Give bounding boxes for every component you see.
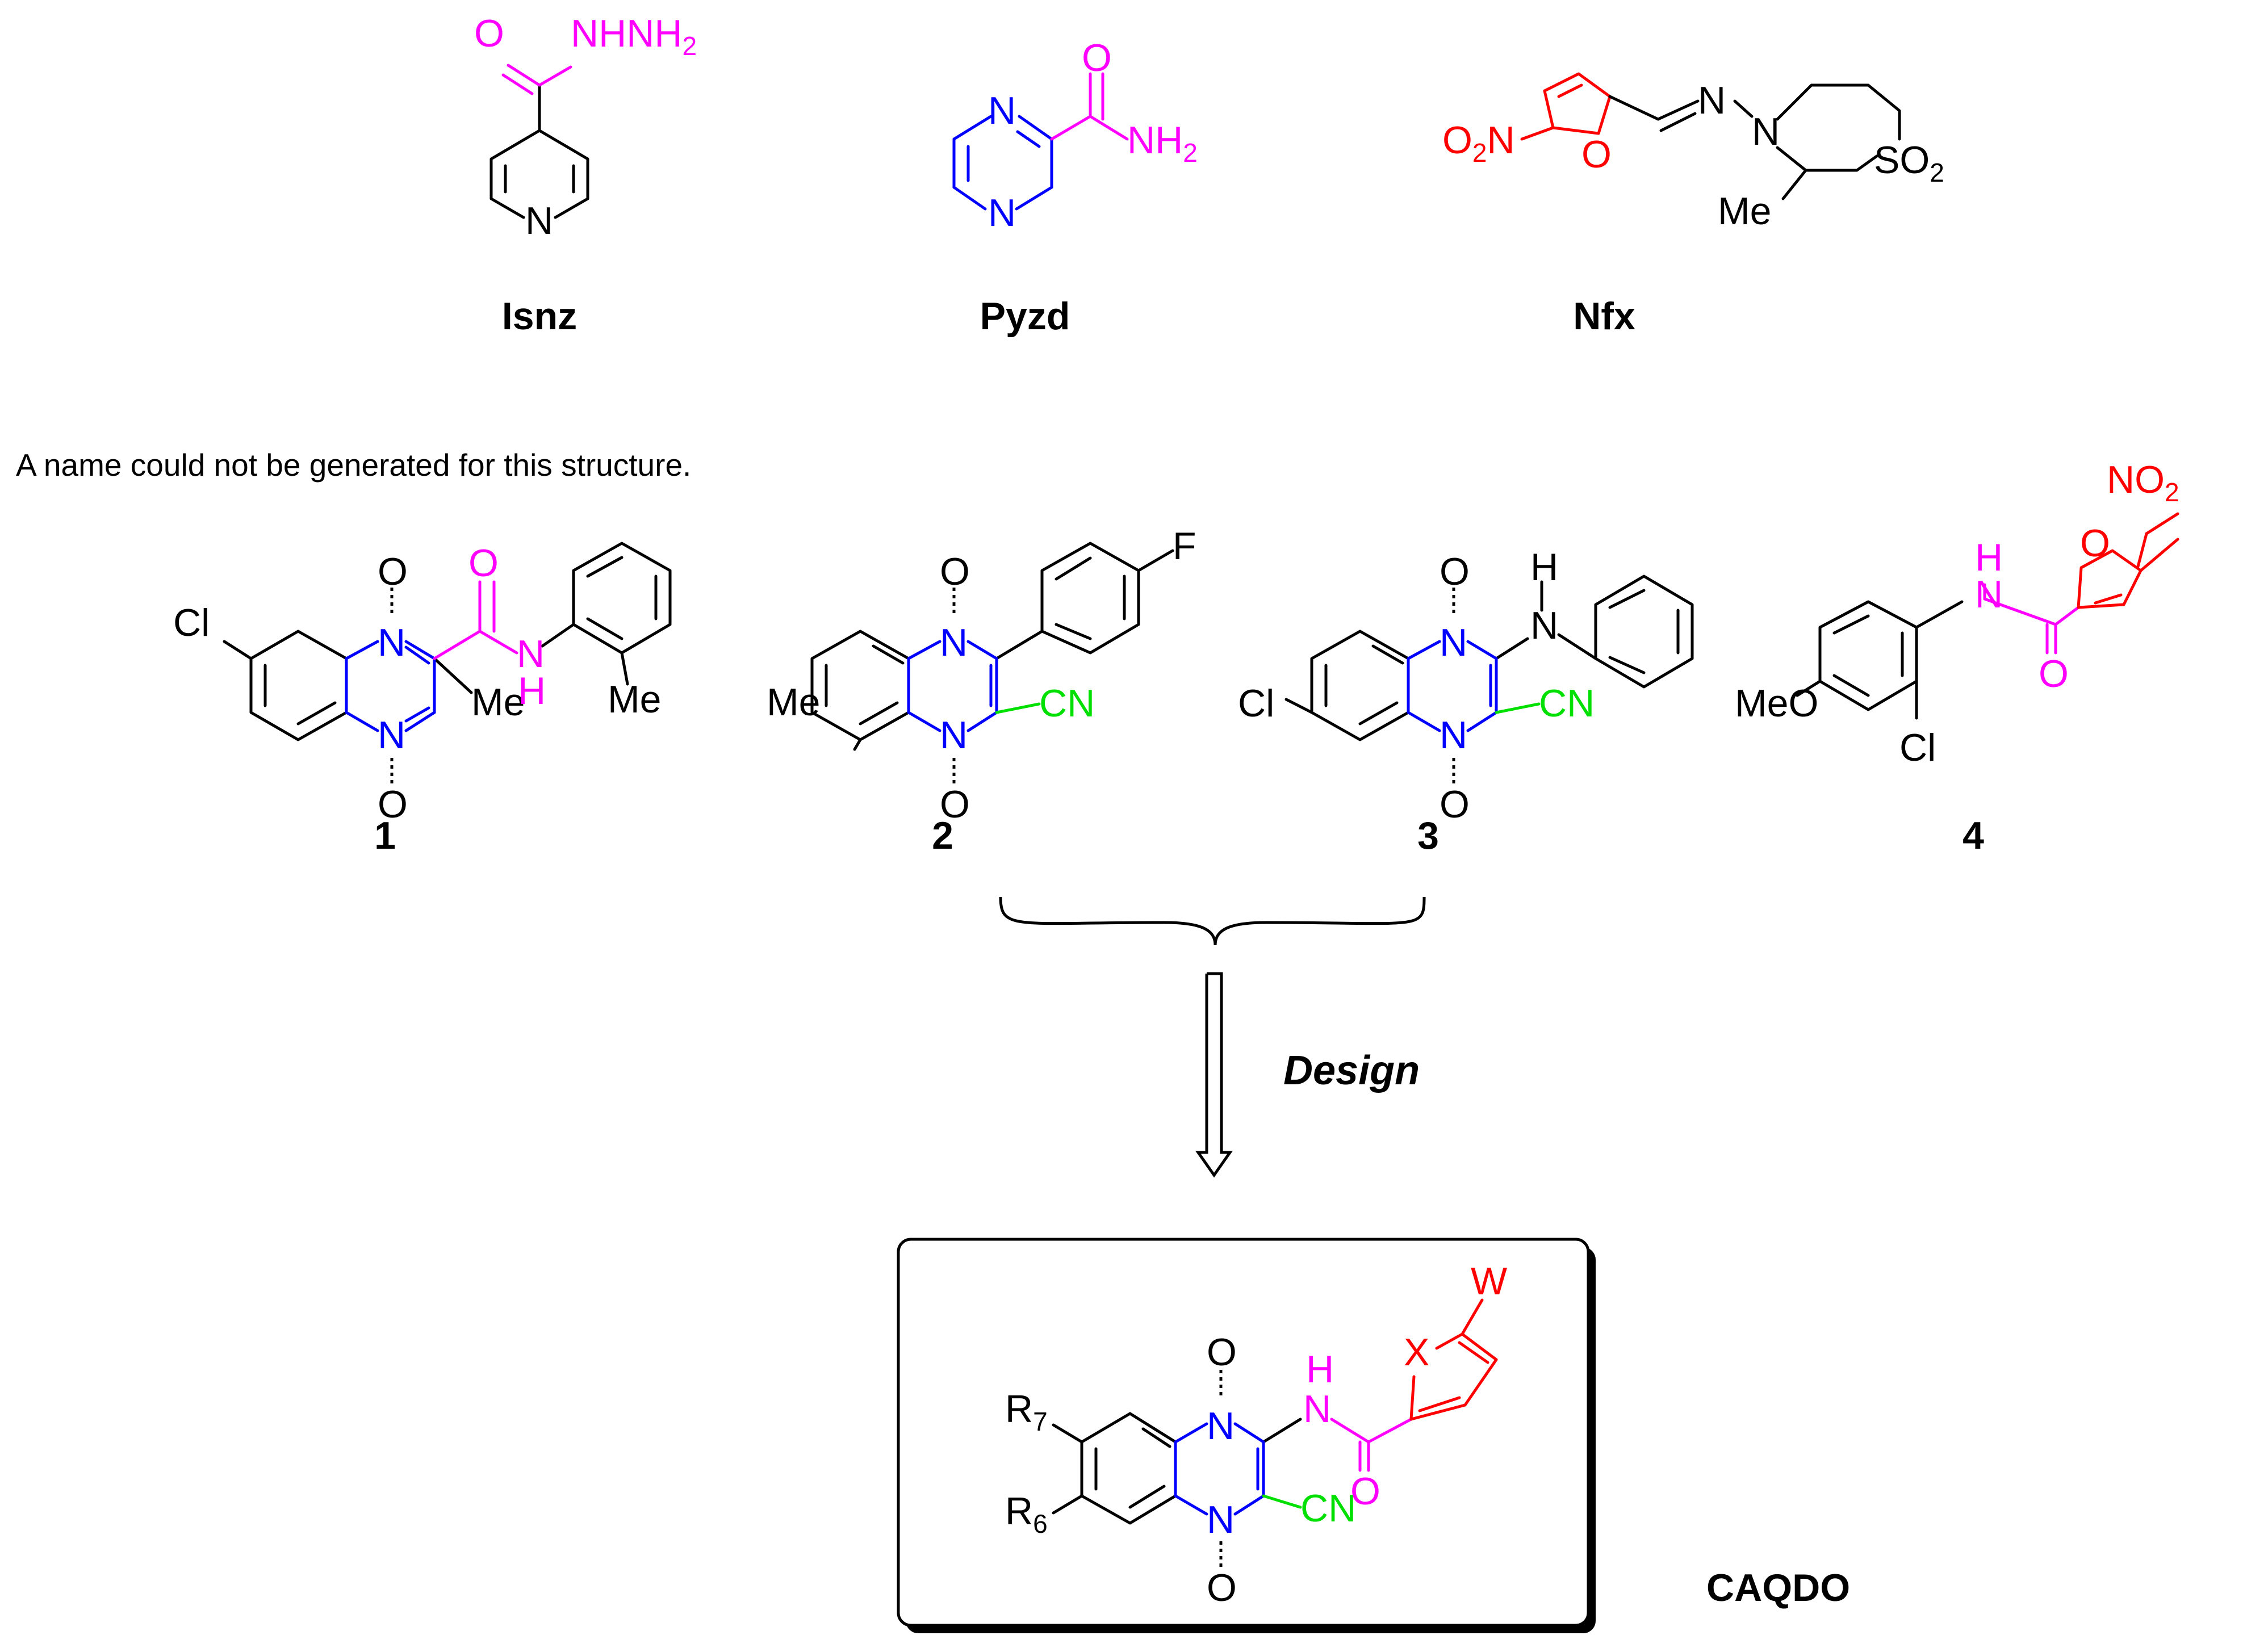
compound-1-o-bot-atom: O: [378, 783, 408, 826]
isnz-label: Isnz: [502, 295, 577, 338]
compound-3-h-atom: H: [1530, 546, 1558, 589]
nfx-me-group: Me: [1718, 190, 1771, 233]
compound-4-amide-o-atom: O: [2039, 652, 2069, 695]
compound-3-amine-n-atom: N: [1530, 604, 1558, 647]
nfx-so2-atom: SO: [1874, 139, 1930, 182]
svg-text:SO2: SO2: [1874, 139, 1944, 187]
compound-4-cl-atom: Cl: [1899, 726, 1936, 769]
nfx-o2n-n-atom: N: [1487, 119, 1515, 162]
compound-2-me-group: Me: [767, 681, 820, 724]
compound-2-n-bot-atom: N: [940, 714, 968, 757]
nfx-imine-n-atom: N: [1698, 79, 1726, 122]
pyzd-nh-atom: NH: [1127, 119, 1183, 162]
caqdo-h-atom: H: [1306, 1348, 1334, 1391]
curly-brace: [999, 896, 1426, 946]
caqdo-r7-subscript: 7: [1033, 1407, 1048, 1436]
nfx-structure: O2N O N N SO2 Me: [1442, 72, 1944, 233]
caqdo-o-bot-atom: O: [1207, 1566, 1237, 1609]
isnz-nhnh-atom: NHNH: [571, 12, 682, 55]
caqdo-n-top-atom: N: [1207, 1404, 1235, 1448]
caqdo-r6-subscript: 6: [1033, 1509, 1048, 1538]
isnz-nh2-subscript: 2: [682, 31, 697, 61]
svg-text:R6: R6: [1005, 1490, 1048, 1538]
compound-2-n-top-atom: N: [940, 621, 968, 664]
svg-text:NO2: NO2: [2107, 458, 2179, 507]
compound-3-label: 3: [1417, 814, 1439, 857]
isnz-ring-n-atom: N: [525, 199, 553, 242]
svg-text:NH2: NH2: [1127, 119, 1198, 167]
compound-2-o-top-atom: O: [940, 550, 970, 593]
isnz-structure: O NHNH2 N: [474, 12, 697, 242]
compound-1-n-bot-atom: N: [378, 714, 405, 757]
caqdo-o-top-atom: O: [1207, 1331, 1237, 1374]
compound-3-cn-group: CN: [1539, 682, 1595, 725]
compound-3-structure: Cl O N N O H N CN: [1238, 546, 1694, 826]
compound-4-furan-o-atom: O: [2080, 522, 2110, 565]
compound-4-h-atom: H: [1975, 536, 2003, 579]
svg-text:NHNH2: NHNH2: [571, 12, 697, 61]
compound-1-structure: Cl O N N O Me O N H Me: [173, 542, 672, 826]
caqdo-box: [897, 1238, 1596, 1633]
compound-4-no2-subscript: 2: [2165, 477, 2179, 507]
compound-1-label: 1: [374, 814, 396, 857]
nfx-ring-n-atom: N: [1752, 110, 1780, 153]
compound-3-cl-atom: Cl: [1238, 682, 1274, 725]
pyzd-o-atom: O: [1082, 36, 1112, 79]
caqdo-amide-o-atom: O: [1350, 1470, 1380, 1513]
name-error-note: A name could not be generated for this s…: [16, 447, 691, 483]
caqdo-structure: W X H N O N N O O CN R7 R6: [1005, 1260, 1507, 1609]
svg-text:R7: R7: [1005, 1387, 1048, 1436]
compound-2-o-bot-atom: O: [940, 783, 970, 826]
compound-3-n-bot-atom: N: [1440, 714, 1467, 757]
caqdo-label: CAQDO: [1706, 1566, 1850, 1609]
caqdo-x-atom: X: [1404, 1331, 1429, 1374]
compound-2-label: 2: [932, 814, 953, 857]
compound-1-amide-h-atom: H: [518, 669, 546, 712]
compound-3-o-bot-atom: O: [1440, 783, 1470, 826]
caqdo-r6-group: R: [1005, 1490, 1033, 1533]
compound-1-amide-n-atom: N: [517, 632, 545, 676]
compound-4-amide-n-atom: N: [1975, 573, 2003, 616]
compound-4-structure: NO2 O H N O MeO Cl: [1735, 458, 2179, 769]
nfx-so2-subscript: 2: [1930, 158, 1944, 187]
compound-3-n-top-atom: N: [1440, 621, 1467, 664]
svg-text:O2N: O2N: [1442, 119, 1515, 167]
compound-3-o-top-atom: O: [1440, 550, 1470, 593]
design-arrow: [1195, 972, 1233, 1178]
design-label: Design: [1283, 1048, 1420, 1093]
pyzd-n2-atom: N: [988, 191, 1016, 234]
compound-1-amide-o-atom: O: [468, 542, 499, 585]
compound-2-cn-group: CN: [1039, 682, 1095, 725]
caqdo-w-atom: W: [1471, 1260, 1507, 1303]
isnz-o-atom: O: [474, 12, 504, 55]
caqdo-n-bot-atom: N: [1207, 1498, 1235, 1541]
compound-1-o-top-atom: O: [378, 550, 408, 593]
compound-1-cl-atom: Cl: [173, 601, 210, 644]
compound-1-tolyl-me-group: Me: [608, 678, 661, 721]
compound-4-label: 4: [1963, 814, 1984, 857]
caqdo-cn-group: CN: [1300, 1487, 1356, 1530]
caqdo-r7-group: R: [1005, 1387, 1033, 1431]
compound-1-me-group: Me: [471, 681, 525, 724]
nfx-o2n-subscript: 2: [1472, 138, 1487, 167]
pyzd-structure: N N O NH2: [952, 36, 1198, 234]
nfx-furan-o-atom: O: [1581, 133, 1612, 176]
nfx-label: Nfx: [1573, 295, 1635, 338]
compound-1-n-top-atom: N: [378, 621, 405, 664]
pyzd-n1-atom: N: [988, 89, 1016, 132]
compound-2-f-atom: F: [1173, 525, 1196, 568]
compound-2-structure: F O N N O Me CN: [767, 525, 1196, 826]
compound-4-no2-atom: NO: [2107, 458, 2165, 501]
pyzd-nh2-subscript: 2: [1183, 138, 1198, 167]
pyzd-label: Pyzd: [980, 295, 1070, 338]
nfx-o2n-o-atom: O: [1442, 119, 1472, 162]
compound-4-meo-group: MeO: [1735, 682, 1818, 725]
caqdo-amide-n-atom: N: [1303, 1387, 1331, 1431]
